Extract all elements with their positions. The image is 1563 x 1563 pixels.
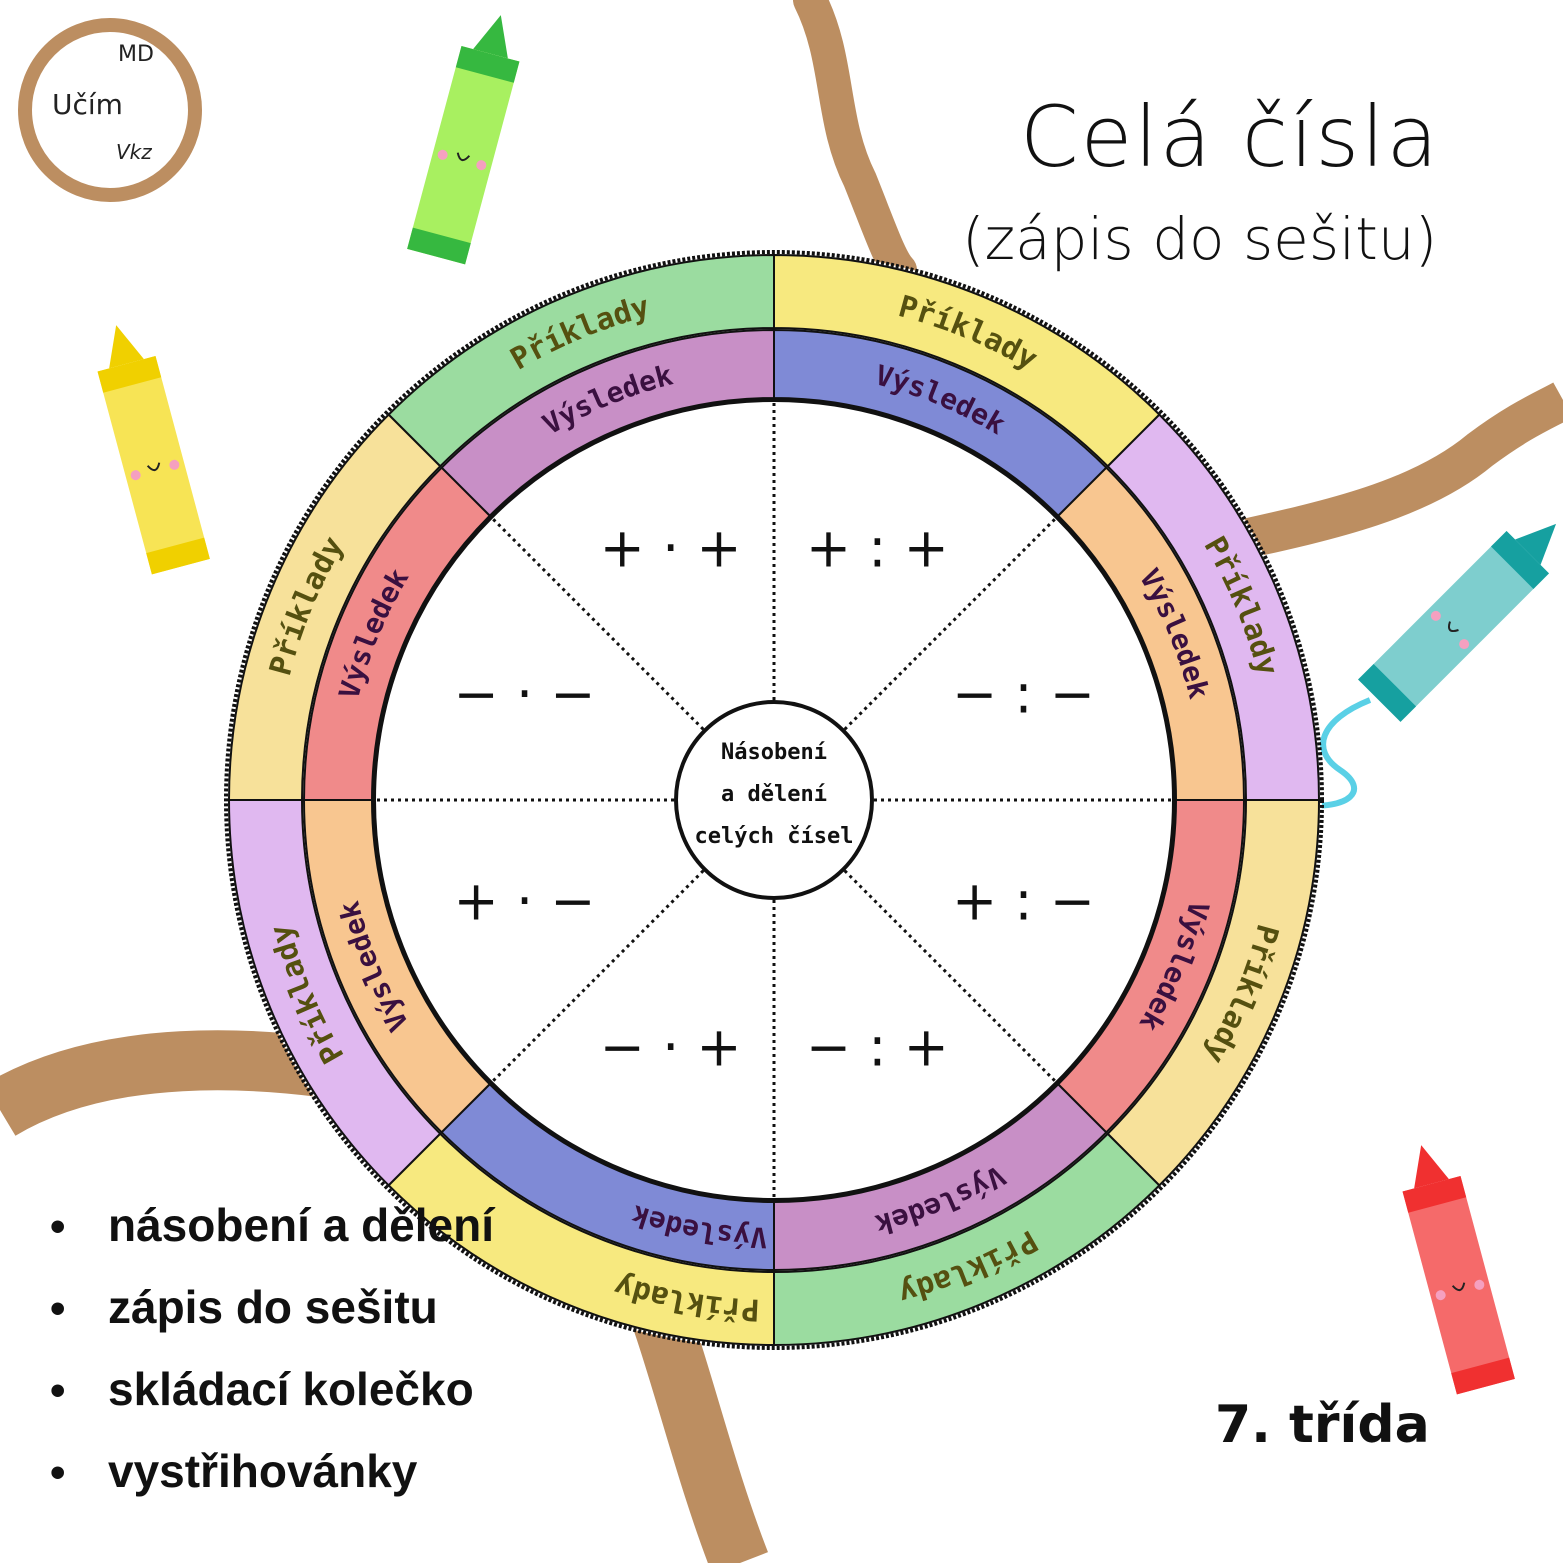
crayon-band xyxy=(1358,663,1417,722)
crayon-band xyxy=(146,537,210,575)
wedge-expression: − : − xyxy=(952,663,1095,726)
outer-band xyxy=(387,1132,775,1347)
crayon-cheek xyxy=(1430,610,1441,621)
fold-line xyxy=(843,517,1057,731)
logo-top: MD xyxy=(118,42,154,67)
wedge-expression: − · + xyxy=(600,1015,742,1078)
crayon-band xyxy=(97,355,162,393)
crayon-cheek xyxy=(1459,639,1470,650)
red-crayon xyxy=(1402,1145,1515,1395)
outer-band xyxy=(773,1132,1161,1347)
wedge-expression: − · − xyxy=(454,663,596,726)
wedge-expression: + · − xyxy=(454,869,596,932)
feature-item: vystřihovánky xyxy=(50,1436,494,1518)
outer-band xyxy=(1106,413,1321,801)
crayon-body xyxy=(1358,531,1549,722)
fold-line xyxy=(843,869,1057,1083)
crayon-tip xyxy=(473,15,508,59)
crayon-smile xyxy=(1447,621,1459,633)
page-subtitle: (zápis do sešitu) xyxy=(962,205,1438,273)
center-line: a dělení xyxy=(721,782,827,807)
crayon-smile xyxy=(146,462,161,472)
crayon-tip xyxy=(1515,523,1557,565)
crayon-cheek xyxy=(130,470,141,481)
crayon-cheek xyxy=(1435,1290,1446,1301)
crayon-body xyxy=(1402,1175,1515,1395)
crayon-tip xyxy=(1414,1145,1449,1189)
crayon-cheek xyxy=(476,160,487,171)
fold-line xyxy=(491,869,705,1083)
crayon-smile xyxy=(1451,1282,1466,1292)
outer-band xyxy=(227,799,442,1187)
feature-item: zápis do sešitu xyxy=(50,1272,494,1354)
crayon-tip xyxy=(109,325,144,369)
crayon-smile xyxy=(456,152,471,162)
crayon-cheek xyxy=(169,459,180,470)
center-line: Násobení xyxy=(721,740,827,765)
center-circle xyxy=(674,700,874,900)
wheel-center-label: Násobení a dělení celých čísel xyxy=(676,732,872,858)
crayon-band xyxy=(1402,1175,1467,1213)
outer-band xyxy=(227,413,442,801)
wedge-expression: + : − xyxy=(952,869,1095,932)
fold-line xyxy=(491,517,705,731)
feature-list: násobení a dělení zápis do sešitu skláda… xyxy=(50,1190,494,1518)
crayon-cheek xyxy=(437,149,448,160)
feature-item: skládací kolečko xyxy=(50,1354,494,1436)
logo-bottom: Vkz xyxy=(116,140,152,164)
coffee-stain xyxy=(1235,382,1563,560)
crayon-body xyxy=(97,355,210,575)
crayon-band xyxy=(455,45,520,83)
wedge-expression: + · + xyxy=(600,517,742,580)
outer-band xyxy=(387,253,775,468)
outer-band xyxy=(1106,799,1321,1187)
wedge-expression: − : + xyxy=(806,1015,949,1078)
crayon-band xyxy=(407,227,471,265)
yellow-crayon xyxy=(97,325,210,575)
wedge-expression: + : + xyxy=(806,517,949,580)
logo-word: Učím xyxy=(52,88,123,121)
crayon-cheek xyxy=(1474,1279,1485,1290)
center-line: celých čísel xyxy=(694,824,854,849)
marker-squiggle xyxy=(1299,697,1372,809)
crayon-band xyxy=(1491,531,1549,589)
crayon-body xyxy=(407,45,520,265)
green-crayon xyxy=(407,15,520,265)
coffee-stain xyxy=(793,0,917,287)
grade-label: 7. třída xyxy=(1215,1395,1430,1455)
coffee-ring-logo xyxy=(18,18,202,202)
crayon-band xyxy=(1451,1357,1515,1395)
page-title: Celá čísla xyxy=(1020,88,1440,186)
feature-item: násobení a dělení xyxy=(50,1190,494,1272)
teal-crayon xyxy=(1358,523,1557,722)
